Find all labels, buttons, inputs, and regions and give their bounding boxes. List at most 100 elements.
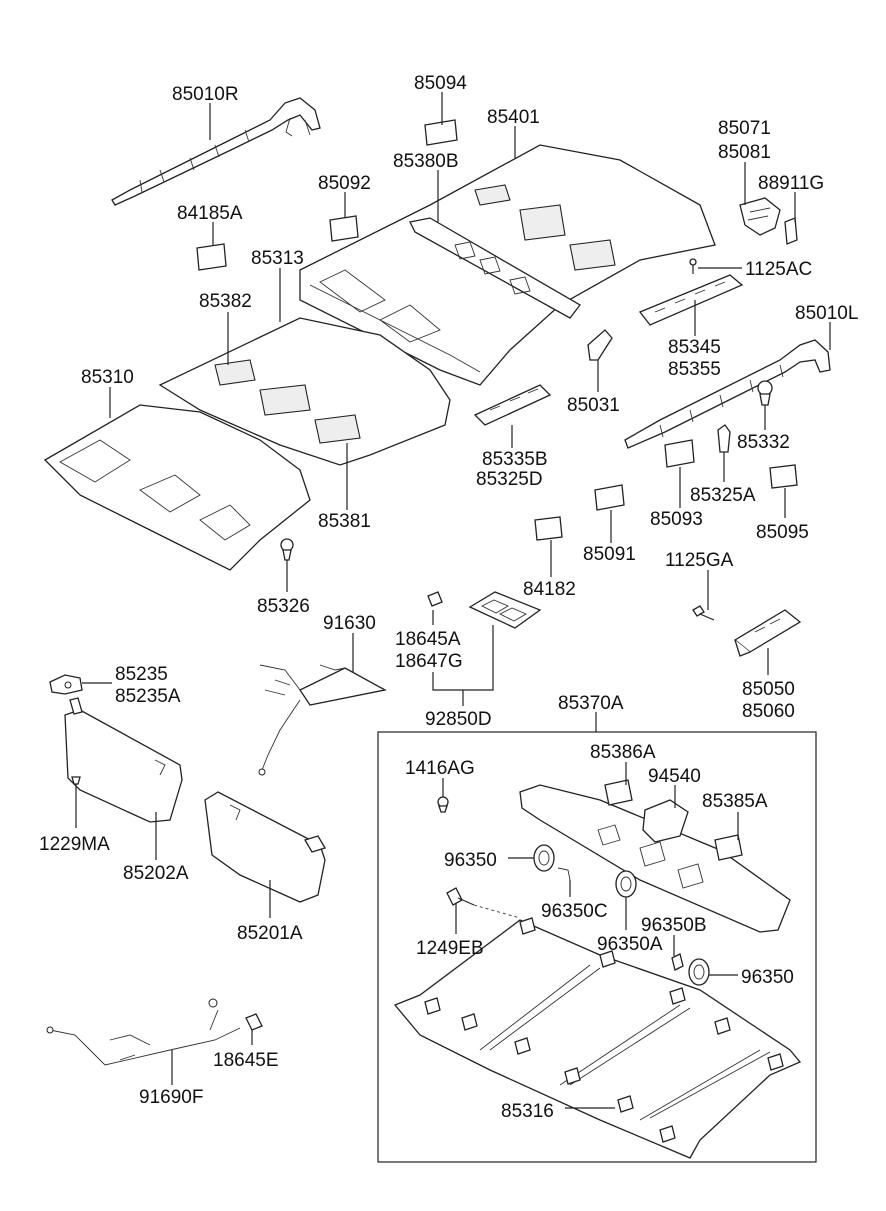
label-85031: 85031	[567, 395, 620, 416]
label-88911G: 88911G	[758, 173, 824, 194]
label-85235: 85235	[115, 664, 168, 685]
bulb-18645A	[427, 591, 443, 607]
screw-1249EB	[446, 887, 521, 919]
leader-lines	[75, 92, 831, 1109]
label-85325A: 85325A	[690, 485, 756, 506]
label-85370A: 85370A	[558, 693, 624, 714]
kit-box-85370A	[377, 731, 817, 1163]
label-18645E: 18645E	[213, 1050, 279, 1071]
label-85313: 85313	[251, 248, 304, 269]
wiring-91630	[258, 664, 387, 776]
sun-visor-85202A	[64, 697, 183, 823]
label-85093: 85093	[650, 509, 703, 530]
bulb-18645E	[245, 1013, 263, 1031]
label-85060: 85060	[742, 701, 795, 722]
label-85050: 85050	[742, 679, 795, 700]
clip-85326	[280, 538, 294, 561]
label-1125AC: 1125AC	[745, 259, 812, 280]
pad-85386A	[604, 779, 633, 806]
bracket-85335B	[473, 384, 552, 426]
pad-85092	[329, 215, 359, 242]
label-85091: 85091	[583, 544, 636, 565]
label-18647G: 18647G	[395, 651, 463, 672]
label-85235A: 85235A	[115, 686, 181, 707]
label-84182: 84182	[523, 579, 576, 600]
pad-85093	[664, 439, 695, 468]
clip-85325A	[717, 424, 731, 453]
grommet-96350A	[615, 870, 637, 898]
label-96350-lower: 96350	[741, 967, 794, 988]
pad-84182	[534, 516, 563, 541]
visor-holder-85235	[49, 674, 83, 695]
headliner-85313	[158, 317, 451, 466]
label-85385A: 85385A	[702, 791, 768, 812]
hook-85031	[587, 329, 613, 361]
screw-1125AC	[689, 258, 697, 274]
label-96350B: 96350B	[641, 915, 707, 936]
label-94540: 94540	[648, 766, 701, 787]
bracket-85345	[638, 274, 744, 326]
label-85345: 85345	[668, 337, 721, 358]
label-85381: 85381	[318, 511, 371, 532]
label-85010R: 85010R	[172, 84, 239, 105]
grommet-96350-upper	[533, 844, 555, 872]
pad-85091	[594, 484, 625, 511]
label-85094: 85094	[414, 73, 467, 94]
overhead-console	[519, 784, 791, 933]
label-85071: 85071	[718, 118, 771, 139]
label-85310: 85310	[81, 367, 134, 388]
label-85010L: 85010L	[795, 303, 858, 324]
label-85382: 85382	[199, 291, 252, 312]
label-85316: 85316	[501, 1101, 554, 1122]
label-85386A: 85386A	[590, 742, 656, 763]
sun-visor-85201A	[204, 791, 326, 903]
label-1249EB: 1249EB	[416, 938, 484, 959]
grommet-96350-lower	[688, 958, 710, 986]
label-1416AG: 1416AG	[405, 758, 475, 779]
module-94540	[642, 799, 689, 843]
screw-1125GA	[692, 605, 715, 621]
label-1125GA: 1125GA	[665, 550, 734, 571]
label-85081: 85081	[718, 142, 771, 163]
headliner-frame-85316	[393, 917, 802, 1159]
wiring-91690F	[46, 998, 241, 1066]
clip-96350C	[557, 867, 571, 881]
label-96350-upper: 96350	[444, 850, 497, 871]
label-85335B: 85335B	[482, 449, 548, 470]
label-91690F: 91690F	[139, 1087, 203, 1108]
room-lamp-92850D	[468, 591, 542, 629]
label-96350A: 96350A	[597, 934, 663, 955]
label-85092: 85092	[318, 173, 371, 194]
clip-85332	[757, 380, 773, 406]
label-85095: 85095	[756, 522, 809, 543]
label-85380B: 85380B	[393, 151, 459, 172]
label-85355: 85355	[668, 359, 721, 380]
label-92850D: 92850D	[425, 709, 492, 730]
label-85401: 85401	[487, 107, 540, 128]
clip-88911G	[784, 217, 798, 245]
label-85325D: 85325D	[476, 469, 543, 490]
bracket-85380B	[409, 217, 581, 319]
label-85201A: 85201A	[237, 923, 303, 944]
label-85202A: 85202A	[123, 863, 189, 884]
screw-1229MA	[71, 776, 81, 798]
headliner-85310	[43, 404, 311, 571]
pad-84185A	[196, 243, 227, 271]
pad-85095	[769, 464, 798, 489]
label-91630: 91630	[323, 613, 376, 634]
label-84185A: 84185A	[177, 203, 243, 224]
pad-85094	[424, 119, 458, 146]
plug-1416AG	[437, 796, 449, 813]
bracket-85071	[739, 197, 781, 236]
callout-labels: 85010R 85094 85401 85071 85081 85380B 85…	[39, 73, 858, 1122]
label-1229MA: 1229MA	[39, 834, 110, 855]
label-96350C: 96350C	[541, 901, 608, 922]
roof-side-rail-left	[624, 339, 831, 449]
pad-85385A	[714, 834, 743, 861]
lamp-bracket-85050	[733, 609, 802, 657]
roof-side-rail-right	[111, 97, 321, 206]
label-85332: 85332	[737, 432, 790, 453]
label-85326: 85326	[257, 596, 310, 617]
label-18645A: 18645A	[395, 629, 461, 650]
